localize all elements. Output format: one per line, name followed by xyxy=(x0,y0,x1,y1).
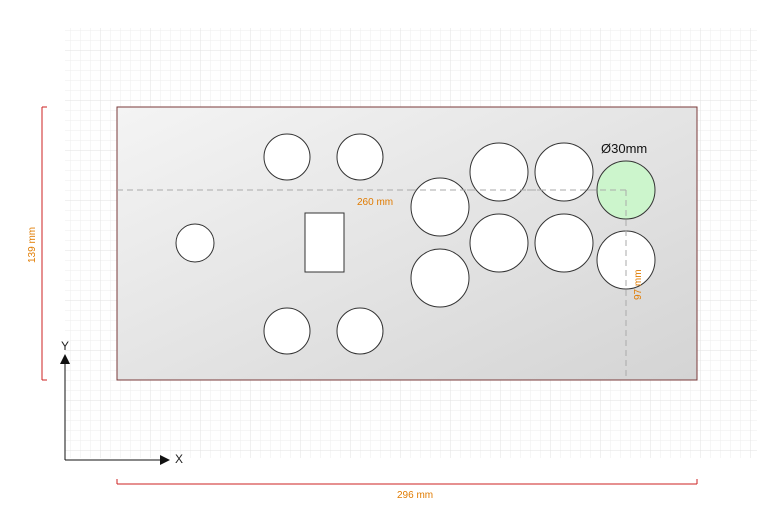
height-dimension xyxy=(41,106,47,381)
button-hole-3[interactable] xyxy=(534,142,594,202)
button-hole-5[interactable] xyxy=(410,248,470,308)
button-hole-7[interactable] xyxy=(534,213,594,273)
hole-small-left[interactable] xyxy=(175,223,215,263)
axis-indicator xyxy=(60,354,170,465)
button-hole-6[interactable] xyxy=(469,213,529,273)
height-dimension-label: 139 mm xyxy=(27,227,38,263)
diameter-label: Ø30mm xyxy=(601,141,647,156)
width-dimension xyxy=(116,479,698,485)
horizontal-measurement-label: 260 mm xyxy=(357,197,393,208)
x-axis-label: X xyxy=(175,452,183,466)
button-hole-1[interactable] xyxy=(410,177,470,237)
hole-bottom-left[interactable] xyxy=(263,307,311,355)
width-dimension-label: 296 mm xyxy=(397,490,433,501)
hole-top-mid[interactable] xyxy=(336,133,384,181)
rect-cutout[interactable] xyxy=(304,212,345,273)
y-axis-label: Y xyxy=(61,339,69,353)
vertical-measurement-label: 97 mm xyxy=(633,269,644,300)
hole-top-left[interactable] xyxy=(263,133,311,181)
button-hole-2[interactable] xyxy=(469,142,529,202)
hole-bottom-mid[interactable] xyxy=(336,307,384,355)
